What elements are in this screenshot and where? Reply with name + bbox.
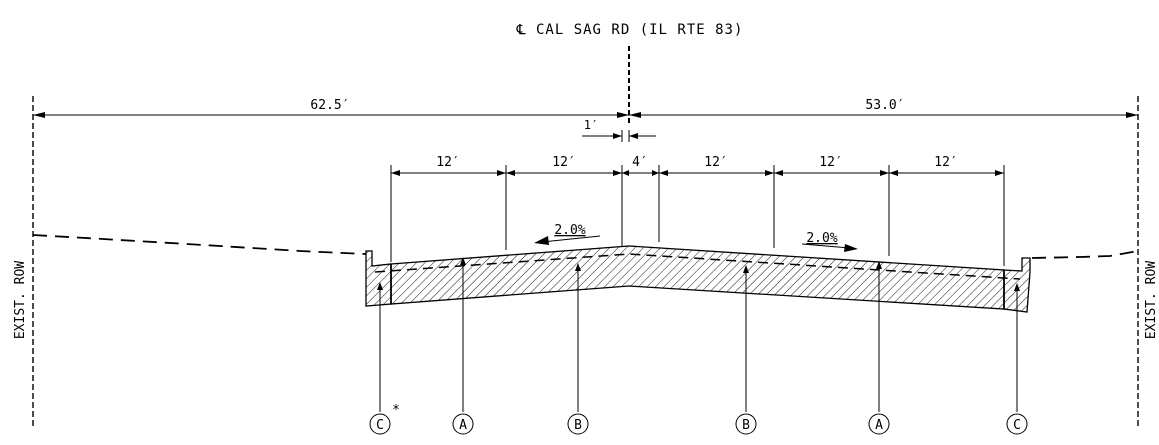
slope-right: 2.0% [806, 231, 837, 246]
dim-median: 4′ [632, 155, 648, 170]
dim-offset: 1′ [584, 118, 598, 132]
callout-label: B [742, 418, 750, 433]
callout-c-right: C [1006, 413, 1028, 435]
dim-left-total: 62.5′ [310, 98, 349, 113]
existing-ground-right [1031, 250, 1139, 259]
row-label-right: EXIST. ROW [1144, 261, 1159, 339]
dim-right-total: 53.0′ [865, 98, 904, 113]
dim-lane-2: 12′ [552, 155, 575, 170]
note-marker: * [392, 403, 400, 418]
dim-lane-5: 12′ [934, 155, 957, 170]
callout-label: B [574, 418, 582, 433]
callout-leaders [377, 257, 1020, 412]
dim-lane-4: 12′ [819, 155, 842, 170]
callout-label: A [459, 418, 467, 433]
overall-dimension [33, 112, 1138, 118]
callout-label: C [1013, 418, 1021, 433]
slope-arrow-left [534, 235, 601, 245]
offset-dimension [582, 130, 656, 142]
centerline-title: ℄ CAL SAG RD (IL RTE 83) [516, 22, 744, 38]
callout-label: A [875, 418, 883, 433]
slope-arrow-right [801, 243, 858, 252]
callout-b-right: B [735, 413, 757, 435]
callout-label: C [376, 418, 384, 433]
callout-a-left: A [452, 413, 474, 435]
callout-c-left: C [369, 413, 391, 435]
dim-lane-1: 12′ [436, 155, 459, 170]
dim-lane-3: 12′ [704, 155, 727, 170]
callout-b-left: B [567, 413, 589, 435]
slope-left: 2.0% [554, 223, 585, 238]
existing-ground-left [32, 234, 367, 255]
lane-dimension-line [390, 165, 1005, 266]
pavement-section [365, 245, 1031, 313]
callout-a-right: A [868, 413, 890, 435]
row-label-left: EXIST. ROW [13, 261, 28, 339]
